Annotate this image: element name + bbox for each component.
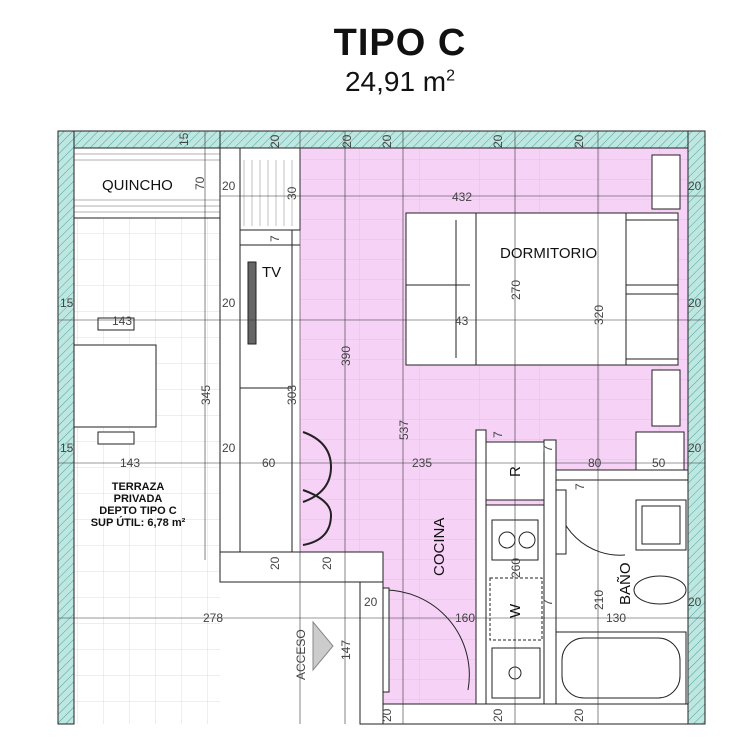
dim-20-l: 20 <box>491 134 505 148</box>
dim-20-n: 20 <box>268 556 282 570</box>
closet-hatch <box>243 160 293 226</box>
dim-20-c: 20 <box>222 441 236 455</box>
bar-stools <box>302 431 333 546</box>
dim-15-b: 15 <box>60 441 74 455</box>
dim-20-e: 20 <box>688 296 702 310</box>
dim-7-c: 7 <box>541 445 555 452</box>
label-fridge: R <box>507 466 524 477</box>
label-tv: TV <box>262 264 281 281</box>
dim-303: 303 <box>285 385 299 405</box>
nightstands <box>651 154 681 427</box>
tv-closet <box>239 229 300 553</box>
dimension-lines <box>58 131 705 724</box>
interior-walls <box>219 147 689 725</box>
plan-area-value: 24,91 m <box>344 66 447 97</box>
tv-screen <box>247 261 257 345</box>
quincho-slats <box>74 153 220 213</box>
label-bano: BAÑO <box>617 562 634 605</box>
exterior-walls <box>57 130 706 725</box>
plan-area: 24,91 m2 <box>0 66 753 98</box>
dim-20-p: 20 <box>380 708 394 722</box>
dim-20-f: 20 <box>688 441 702 455</box>
terrace-table <box>73 317 157 445</box>
terrace-line2: PRIVADA <box>114 493 163 505</box>
dim-143-mid: 143 <box>120 456 140 470</box>
dim-20-d: 20 <box>688 179 702 193</box>
label-acceso: ACCESO <box>294 629 308 680</box>
dim-20-k: 20 <box>380 134 394 148</box>
dim-15-c: 15 <box>177 132 191 146</box>
dim-130: 130 <box>606 611 626 625</box>
dim-390: 390 <box>339 346 353 366</box>
dim-20-j: 20 <box>340 134 354 148</box>
dim-20-m: 20 <box>572 134 586 148</box>
label-washer: W <box>507 603 524 618</box>
label-cocina: COCINA <box>431 518 448 576</box>
dim-20-o: 20 <box>320 556 334 570</box>
dimension-labels: 432 143 43 143 60 235 80 50 278 160 130 … <box>60 132 702 722</box>
dim-345: 345 <box>199 385 213 405</box>
dim-20-g: 20 <box>688 595 702 609</box>
terrace-line1: TERRAZA <box>112 481 165 493</box>
bed <box>405 212 679 366</box>
dim-160: 160 <box>455 611 475 625</box>
dim-20-b: 20 <box>222 296 236 310</box>
dim-7-d: 7 <box>573 483 587 490</box>
dim-260: 260 <box>509 558 523 578</box>
dim-15-a: 15 <box>60 296 74 310</box>
dim-43: 43 <box>455 314 469 328</box>
dim-7-a: 7 <box>268 235 282 242</box>
dim-30: 30 <box>285 186 299 200</box>
label-dormitorio: DORMITORIO <box>500 245 597 262</box>
label-quincho: QUINCHO <box>102 177 173 194</box>
dim-20-h: 20 <box>364 595 378 609</box>
dim-80: 80 <box>588 456 602 470</box>
dim-70: 70 <box>193 176 207 190</box>
dim-7-b: 7 <box>491 431 505 438</box>
dim-270: 270 <box>509 280 523 300</box>
dim-7-e: 7 <box>541 599 555 606</box>
plan-title: TIPO C <box>333 22 467 64</box>
dim-20-a: 20 <box>222 179 236 193</box>
dim-320: 320 <box>592 305 606 325</box>
dim-50: 50 <box>652 456 666 470</box>
terrace-line3: DEPTO TIPO C <box>99 505 176 517</box>
terrace-line4: SUP ÚTIL: 6,78 m² <box>91 516 186 529</box>
dim-235: 235 <box>412 456 432 470</box>
plan-area-exponent: 2 <box>446 67 456 85</box>
dim-537: 537 <box>397 420 411 440</box>
dim-143-top: 143 <box>112 314 132 328</box>
bathroom-fixtures <box>555 431 687 705</box>
dim-60: 60 <box>262 456 276 470</box>
dim-432: 432 <box>452 190 472 204</box>
dim-20-r: 20 <box>572 708 586 722</box>
terrace-floor <box>74 146 220 724</box>
dim-278: 278 <box>203 611 223 625</box>
dim-20-q: 20 <box>491 708 505 722</box>
terrace-info: TERRAZA PRIVADA DEPTO TIPO C SUP ÚTIL: 6… <box>91 481 186 529</box>
dim-147: 147 <box>339 640 353 660</box>
dim-20-i: 20 <box>268 134 282 148</box>
dim-210: 210 <box>592 590 606 610</box>
acceso-arrow <box>312 620 334 672</box>
